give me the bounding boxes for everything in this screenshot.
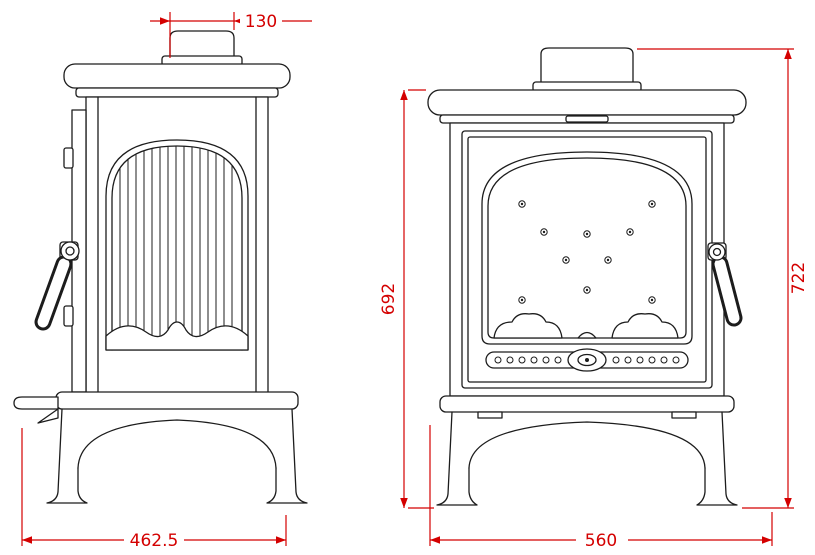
arch-wavy-ornament [105, 321, 249, 351]
leg-arch [468, 421, 706, 469]
dim-flue-width-value: 130 [245, 12, 277, 32]
dim-width-value: 560 [585, 531, 617, 551]
dimension-flue-width: 130 [150, 10, 312, 58]
flue-collar [540, 47, 634, 91]
dim-total-height-value: 722 [789, 262, 809, 294]
dimension-depth: 462.5 [21, 428, 287, 551]
air-slot [565, 115, 609, 123]
left-leg [46, 408, 88, 504]
dim-body-height-value: 692 [379, 283, 399, 315]
dimension-body-height: 692 [379, 89, 434, 509]
front-view [427, 47, 747, 506]
cloud-ornament-left [493, 313, 563, 339]
hinge-lower [63, 305, 74, 327]
base-clip-left [477, 411, 503, 419]
ash-lip-bracket [37, 408, 59, 424]
base-plate [439, 395, 735, 413]
left-leg [436, 411, 478, 506]
hinge-upper [63, 147, 74, 169]
cloud-ornament-right [611, 313, 679, 339]
glass-arch-outer [481, 151, 693, 345]
dimension-width: 560 [429, 425, 773, 551]
arch-panel-inner [111, 145, 243, 351]
arch-ribs [119, 146, 233, 350]
top-plate [427, 89, 747, 116]
arch-panel-outer [105, 139, 249, 351]
vent-holes [494, 356, 680, 364]
rivet-pattern [518, 200, 656, 304]
ash-lip [13, 396, 59, 410]
right-leg [266, 408, 308, 504]
leg-arch [77, 419, 277, 469]
dim-depth-value: 462.5 [130, 531, 179, 551]
base-clip-right [671, 411, 697, 419]
side-view [13, 30, 308, 504]
cloud-ornament-center [577, 331, 597, 339]
top-plate [63, 63, 291, 89]
base-plate [55, 391, 299, 410]
top-molding [75, 87, 279, 98]
glass-arch-inner [487, 157, 687, 339]
door-frame-inner [467, 136, 707, 383]
dimension-total-height: 722 [637, 48, 809, 509]
body-seams [97, 96, 257, 394]
right-leg [696, 411, 738, 506]
